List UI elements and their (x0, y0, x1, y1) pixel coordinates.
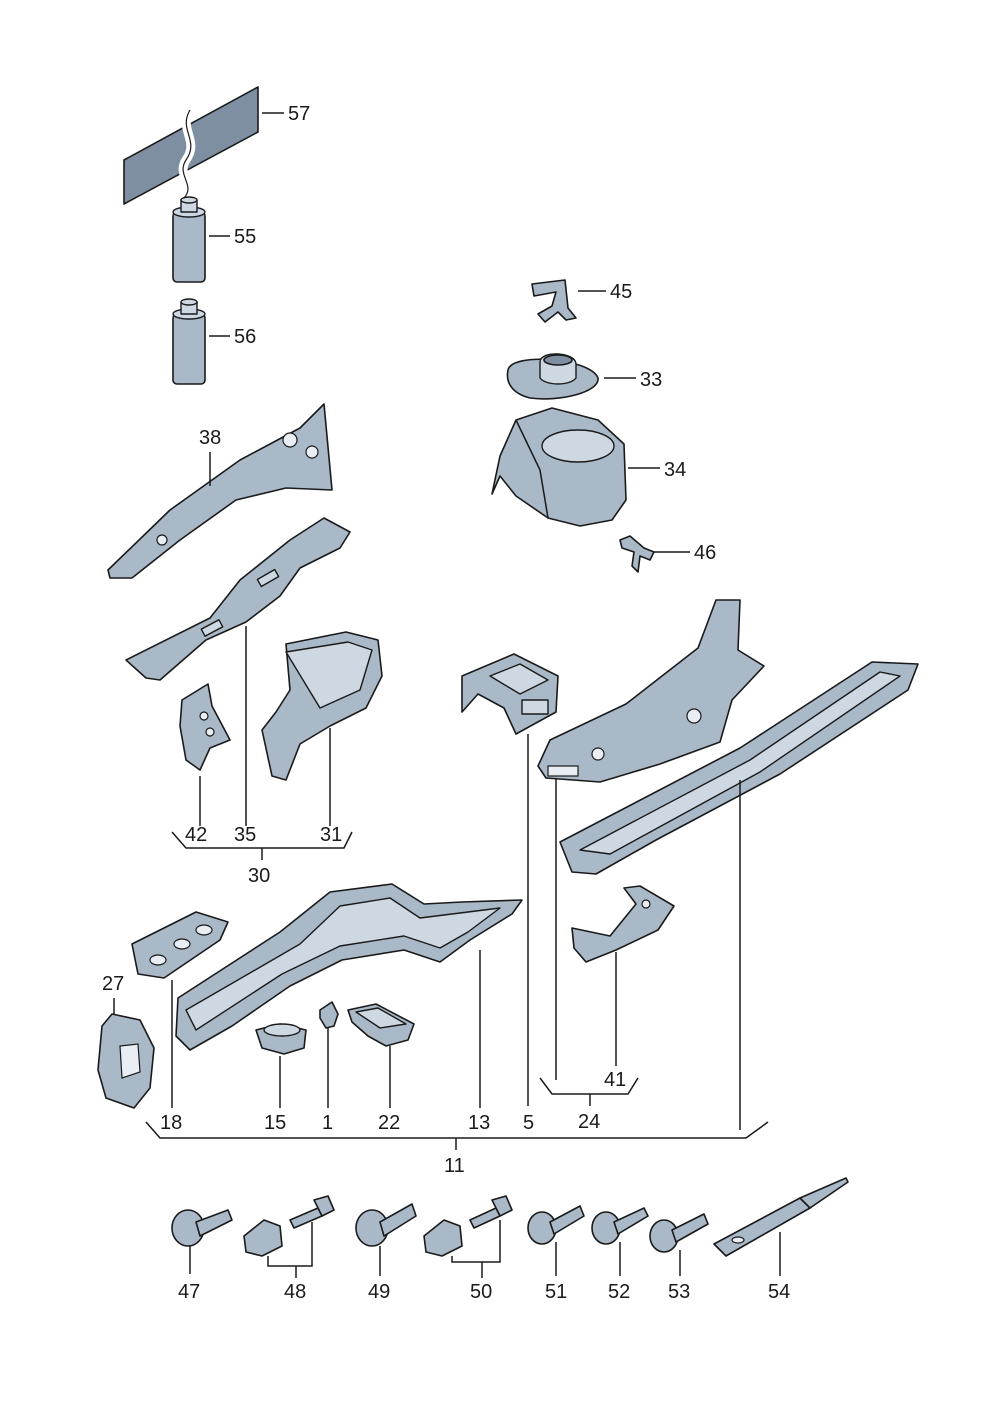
callout-34: 34 (664, 459, 686, 481)
part-47-rivet (171, 1209, 233, 1247)
part-45-bracket (531, 279, 577, 323)
part-18-plate (131, 911, 229, 979)
part-48-bolt-nut (243, 1195, 335, 1257)
part-13-front-rail (175, 883, 523, 1051)
callout-55: 55 (234, 226, 256, 248)
part-49-rivet (355, 1203, 417, 1247)
callout-41: 41 (604, 1069, 626, 1091)
callout-27: 27 (102, 973, 124, 995)
callout-33: 33 (640, 369, 662, 391)
part-31-housing (261, 631, 383, 781)
callout-56: 56 (234, 326, 256, 348)
callout-53: 53 (668, 1281, 690, 1303)
callout-48: 48 (284, 1281, 306, 1303)
part-54-applicator (713, 1177, 849, 1257)
callout-57: 57 (288, 103, 310, 125)
part-15-cap (255, 1023, 307, 1055)
part-53-rivet (649, 1213, 709, 1253)
part-41-bracket (571, 885, 675, 963)
bracket-11 (145, 1121, 769, 1139)
callout-54: 54 (768, 1281, 790, 1303)
part-46-clip (619, 535, 655, 573)
callout-31: 31 (320, 824, 342, 846)
part-24-cross-member (537, 599, 765, 783)
part-side-sill (559, 661, 919, 875)
part-33-strut-mount (506, 353, 599, 400)
part-42-plate (179, 683, 231, 771)
callout-35: 35 (234, 824, 256, 846)
part-56-spray-can (172, 298, 206, 385)
part-5-mount-bracket (461, 653, 559, 735)
callout-15: 15 (264, 1112, 286, 1134)
part-57-sealing-strip (123, 86, 259, 205)
callout-52: 52 (608, 1281, 630, 1303)
callout-47: 47 (178, 1281, 200, 1303)
part-51-rivet (527, 1205, 585, 1245)
callout-51: 51 (545, 1281, 567, 1303)
bracket-30 (171, 831, 353, 849)
callout-42: 42 (185, 824, 207, 846)
part-52-screw (591, 1207, 649, 1245)
part-55-spray-can (172, 196, 206, 283)
part-1-clip (319, 1001, 339, 1029)
callout-50: 50 (470, 1281, 492, 1303)
callout-38: 38 (199, 427, 221, 449)
part-38-longitudinal-rail (107, 403, 333, 579)
part-34-wheel-housing (491, 407, 627, 527)
part-50-bolt-nut (423, 1195, 513, 1257)
callout-13: 13 (468, 1112, 490, 1134)
part-35-member (125, 517, 351, 681)
callout-45: 45 (610, 281, 632, 303)
callout-5: 5 (523, 1112, 534, 1134)
callout-46: 46 (694, 542, 716, 564)
callout-49: 49 (368, 1281, 390, 1303)
part-27-gusset (97, 1013, 155, 1109)
callout-24: 24 (578, 1111, 600, 1133)
callout-30: 30 (248, 865, 270, 887)
callout-22: 22 (378, 1112, 400, 1134)
callout-18: 18 (160, 1112, 182, 1134)
part-22-bracket (347, 1003, 415, 1047)
callout-1: 1 (322, 1112, 333, 1134)
callout-11: 11 (444, 1155, 465, 1177)
